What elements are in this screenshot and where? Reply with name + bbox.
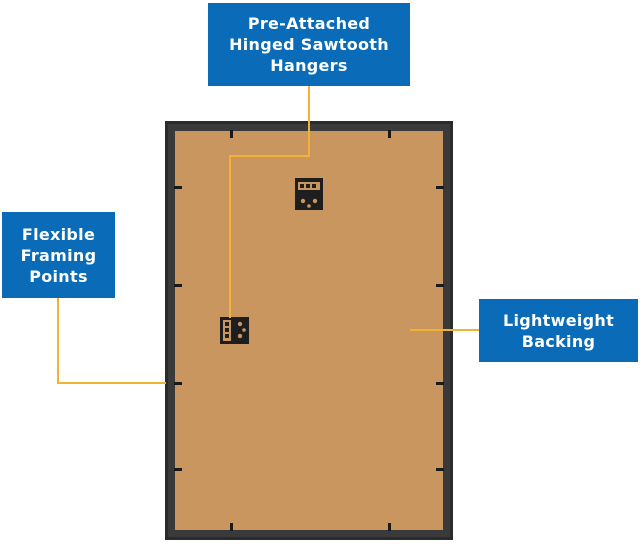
backing-callout-line-2: Backing bbox=[521, 331, 596, 351]
framing-point bbox=[388, 523, 391, 531]
leader-lines bbox=[57, 86, 479, 384]
points-callout-line-2: Framing bbox=[20, 245, 97, 265]
framing-point bbox=[230, 523, 233, 531]
framing-point bbox=[436, 468, 444, 471]
hangers-callout-line-3: Hangers bbox=[270, 56, 348, 75]
points-callout-line-1: Flexible bbox=[21, 224, 96, 244]
framing-points-callout: Flexible Framing Points bbox=[2, 212, 115, 298]
points-callout-line-3: Points bbox=[29, 266, 88, 286]
hangers-leader-line bbox=[229, 86, 310, 318]
framing-point bbox=[436, 382, 444, 385]
backing-callout: Lightweight Backing bbox=[479, 299, 638, 362]
framing-points bbox=[174, 130, 444, 531]
sawtooth-hanger-side-icon bbox=[220, 317, 249, 344]
framing-point bbox=[436, 186, 444, 189]
sawtooth-hanger-top-icon bbox=[295, 178, 323, 210]
framing-point bbox=[436, 284, 444, 287]
framing-point bbox=[174, 284, 182, 287]
backing-callout-line-1: Lightweight bbox=[502, 310, 615, 330]
framing-point bbox=[174, 382, 182, 385]
framing-point bbox=[174, 468, 182, 471]
framing-point bbox=[174, 186, 182, 189]
hangers-callout: Pre-Attached Hinged Sawtooth Hangers bbox=[208, 3, 410, 86]
hangers-callout-line-1: Pre-Attached bbox=[247, 14, 371, 33]
hangers-callout-line-2: Hinged Sawtooth bbox=[229, 35, 389, 54]
framing-point bbox=[230, 130, 233, 138]
framing-point bbox=[388, 130, 391, 138]
framing-points-leader-line bbox=[57, 298, 166, 384]
